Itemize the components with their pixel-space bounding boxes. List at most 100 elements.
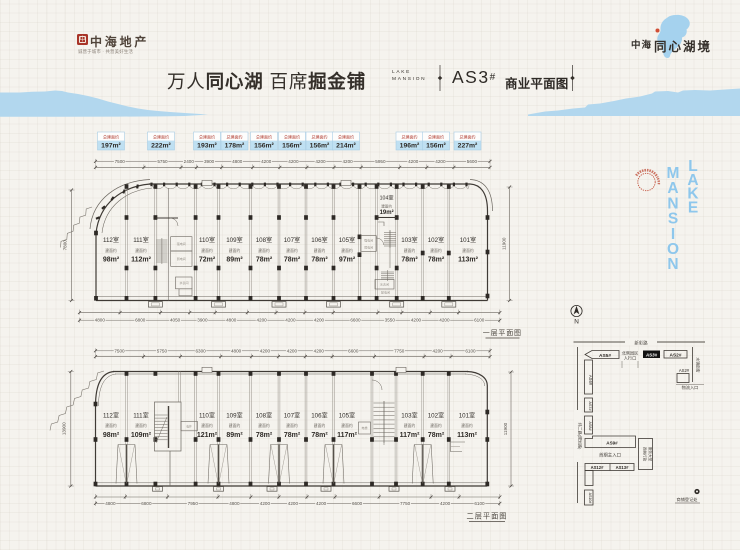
svg-text:109室: 109室 — [226, 411, 243, 419]
svg-text:121m²: 121m² — [197, 432, 218, 439]
svg-text:商铺登记处: 商铺登记处 — [677, 496, 699, 503]
svg-text:4200: 4200 — [260, 348, 271, 353]
svg-text:7750: 7750 — [400, 501, 411, 506]
svg-text:水表间: 水表间 — [380, 282, 389, 287]
svg-text:4200: 4200 — [439, 318, 450, 323]
svg-text:197m²: 197m² — [101, 142, 121, 149]
svg-text:建面约: 建面约 — [341, 423, 353, 428]
svg-text:一层平面图: 一层平面图 — [483, 329, 522, 337]
svg-text:电井: 电井 — [186, 424, 192, 428]
svg-text:98m²: 98m² — [103, 257, 120, 264]
svg-text:112室: 112室 — [103, 411, 119, 419]
svg-text:78m²: 78m² — [311, 432, 328, 439]
svg-text:112m²: 112m² — [131, 257, 152, 264]
svg-text:3900: 3900 — [197, 318, 208, 323]
svg-text:4200: 4200 — [432, 348, 443, 353]
svg-text:建面约: 建面约 — [461, 423, 473, 428]
svg-text:4800: 4800 — [226, 318, 237, 323]
svg-text:AS9#: AS9# — [606, 441, 618, 446]
svg-text:103室: 103室 — [401, 411, 418, 419]
svg-text:建面约: 建面约 — [286, 423, 298, 428]
svg-text:5950: 5950 — [375, 159, 386, 164]
svg-text:3900: 3900 — [204, 159, 215, 164]
svg-text:4800: 4800 — [95, 318, 106, 323]
svg-text:78m²: 78m² — [256, 432, 273, 439]
svg-text:78m²: 78m² — [428, 432, 445, 439]
svg-text:2400: 2400 — [184, 159, 195, 164]
svg-text:建面约: 建面约 — [135, 423, 147, 428]
svg-text:4200: 4200 — [316, 501, 327, 506]
svg-text:L: L — [688, 158, 697, 175]
svg-text:M: M — [667, 165, 680, 182]
svg-text:总建面约: 总建面约 — [402, 133, 418, 139]
svg-text:178m²: 178m² — [225, 142, 245, 149]
svg-text:水镜南街: 水镜南街 — [696, 357, 701, 372]
svg-text:193m²: 193m² — [197, 142, 217, 149]
svg-text:104室: 104室 — [380, 194, 394, 202]
svg-text:K: K — [687, 186, 699, 203]
svg-text:7500: 7500 — [115, 159, 126, 164]
svg-text:6600: 6600 — [350, 318, 361, 323]
svg-text:112室: 112室 — [103, 236, 119, 244]
svg-text:101室: 101室 — [460, 236, 477, 244]
svg-text:4800: 4800 — [232, 159, 243, 164]
svg-text:7750: 7750 — [394, 348, 405, 353]
svg-text:98m²: 98m² — [103, 432, 120, 439]
svg-text:建面约: 建面约 — [201, 248, 213, 253]
svg-text:5750: 5750 — [157, 348, 168, 353]
svg-text:建面约: 建面约 — [314, 423, 326, 428]
svg-text:156m²: 156m² — [310, 142, 330, 149]
svg-text:156m²: 156m² — [426, 142, 446, 149]
svg-text:建面约: 建面约 — [105, 248, 117, 253]
svg-text:106室: 106室 — [311, 236, 328, 244]
svg-text:117m²: 117m² — [337, 432, 358, 439]
svg-text:总建面约: 总建面约 — [460, 133, 476, 139]
svg-text:建面约: 建面约 — [229, 423, 241, 428]
svg-text:4200: 4200 — [315, 159, 326, 164]
svg-text:西侧行政: 西侧行政 — [643, 447, 648, 462]
svg-text:102室: 102室 — [428, 411, 445, 419]
svg-text:4200: 4200 — [288, 501, 299, 506]
svg-text:78m²: 78m² — [284, 432, 301, 439]
svg-text:总建面约: 总建面约 — [284, 133, 300, 139]
svg-text:配电间: 配电间 — [381, 290, 390, 295]
svg-text:113m²: 113m² — [458, 257, 479, 264]
svg-text:4200: 4200 — [408, 159, 419, 164]
svg-text:强电间: 强电间 — [364, 238, 373, 243]
svg-text:113m²: 113m² — [457, 432, 478, 439]
svg-text:101室: 101室 — [459, 411, 476, 419]
svg-text:4200: 4200 — [261, 159, 272, 164]
svg-text:E: E — [688, 199, 698, 216]
svg-text:北侧园区: 北侧园区 — [622, 350, 639, 357]
svg-text:3550: 3550 — [385, 318, 396, 323]
svg-text:11900: 11900 — [503, 422, 508, 435]
svg-text:78m²: 78m² — [311, 257, 328, 264]
svg-text:105室: 105室 — [339, 411, 356, 419]
svg-text:19m²: 19m² — [380, 209, 394, 216]
svg-text:AS6#: AS6# — [588, 375, 593, 386]
svg-text:建面约: 建面约 — [381, 203, 392, 208]
svg-text:107室: 107室 — [284, 411, 301, 419]
svg-text:总建面约: 总建面约 — [103, 133, 119, 139]
svg-text:156m²: 156m² — [282, 142, 302, 149]
svg-text:7800: 7800 — [62, 240, 67, 251]
svg-text:AS13#: AS13# — [616, 465, 629, 470]
svg-text:4200: 4200 — [260, 501, 271, 506]
svg-text:4200: 4200 — [314, 348, 325, 353]
svg-text:建面约: 建面约 — [404, 423, 416, 428]
svg-text:总建面约: 总建面约 — [199, 133, 215, 139]
svg-text:4800: 4800 — [229, 501, 240, 506]
svg-text:110室: 110室 — [199, 411, 215, 419]
svg-text:78m²: 78m² — [401, 257, 418, 264]
svg-text:A: A — [687, 172, 698, 189]
svg-text:I: I — [671, 226, 675, 243]
svg-text:建面约: 建面约 — [105, 423, 117, 428]
svg-text:N: N — [667, 256, 678, 273]
svg-text:建面约: 建面约 — [258, 248, 270, 253]
svg-text:6800: 6800 — [135, 318, 146, 323]
svg-text:建面约: 建面约 — [430, 248, 442, 253]
svg-text:水表间: 水表间 — [179, 280, 188, 285]
svg-text:弱电间: 弱电间 — [177, 256, 186, 261]
svg-text:78m²: 78m² — [284, 257, 301, 264]
svg-text:6600: 6600 — [348, 348, 359, 353]
